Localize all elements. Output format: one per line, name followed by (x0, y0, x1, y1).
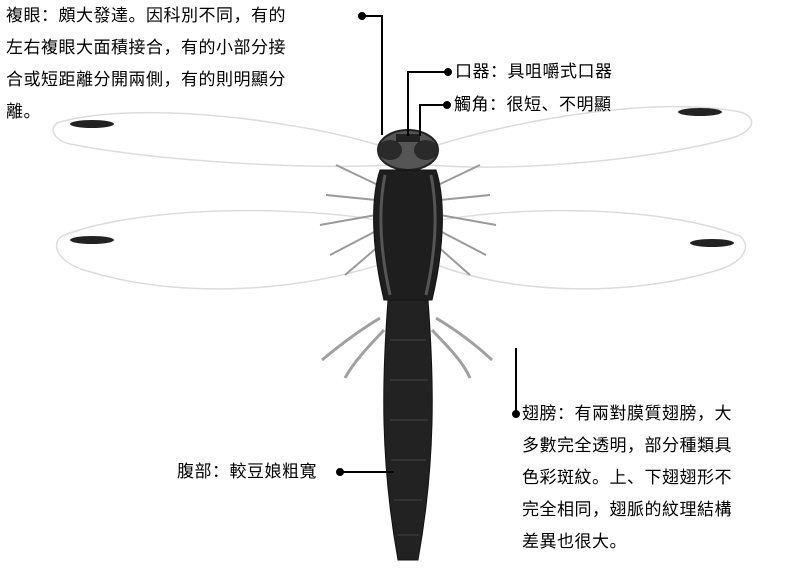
abdomen-label: 腹部：較豆娘粗寬 (177, 462, 317, 482)
wings-label: 翅膀：有兩對膜質翅膀，大 多數完全透明，部分種類具 色彩斑紋。上、下翅翅形不 完… (522, 398, 732, 558)
left-forewing (52, 111, 389, 168)
compound-eyes-line-2: 左右複眼大面積接合，有的小部分接 (6, 38, 286, 58)
mouthparts-label: 口器：具咀嚼式口器 (455, 62, 613, 82)
compound-eyes-line-1: 複眼：頗大發達。因科別不同，有的 (6, 6, 286, 26)
right-forewing-stigma (678, 108, 722, 116)
wings-line-3: 色彩斑紋。上、下翅翅形不 (522, 468, 732, 488)
wings-line-4: 完全相同，翅脈的紋理結構 (522, 500, 732, 520)
left-forewing-stigma (70, 120, 114, 128)
compound-eyes-label: 複眼：頗大發達。因科別不同，有的 左右複眼大面積接合，有的小部分接 合或短距離分… (6, 0, 286, 128)
wings-line-1: 翅膀：有兩對膜質翅膀，大 (522, 404, 732, 424)
wings-line-2: 多數完全透明，部分種類具 (522, 436, 732, 456)
left-hindwing-stigma (70, 236, 114, 244)
wings-line-5: 差異也很大。 (522, 532, 627, 552)
antennae-label: 觸角：很短、不明顯 (454, 95, 612, 115)
right-forewing (427, 105, 753, 168)
thorax (373, 169, 443, 301)
compound-eyes-line-3: 合或短距離分開兩側，有的則明顯分 (6, 70, 286, 90)
eyes-leader-line (362, 15, 383, 135)
left-hindwing (55, 209, 389, 290)
antennae-leader-line (419, 104, 447, 136)
compound-eyes-line-4: 離。 (6, 102, 41, 122)
mouthparts-leader-line (407, 71, 448, 136)
thorax-hairs (319, 164, 497, 276)
right-hindwing (429, 209, 747, 290)
right-hindwing-stigma (690, 239, 734, 247)
abdomen (383, 299, 433, 561)
head (377, 129, 439, 171)
legs (321, 316, 494, 379)
leader-lines (336, 12, 520, 476)
